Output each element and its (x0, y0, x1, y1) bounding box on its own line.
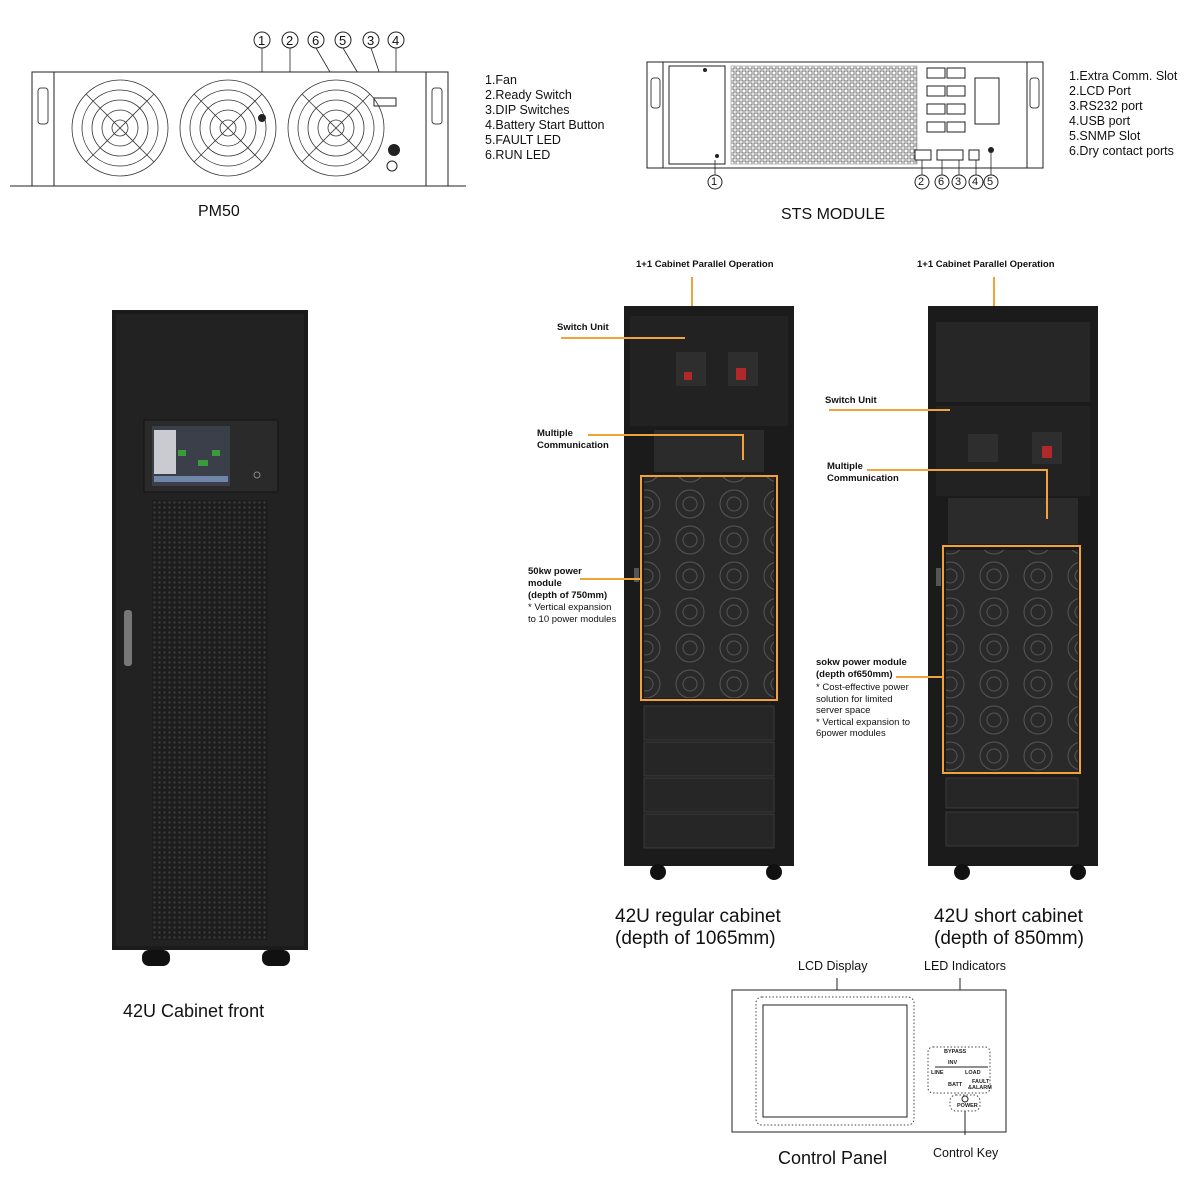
regular-power-module-line: (depth of 750mm) (528, 590, 608, 601)
short-power-module-label: sokw power module (depth of650mm) (816, 657, 907, 681)
pm50-legend-item: 4.Battery Start Button (485, 118, 605, 132)
short-multiple-comm-leader-v (1046, 469, 1048, 519)
sts-legend-item: 4.USB port (1069, 114, 1131, 128)
pm50-callout: 3 (367, 33, 375, 48)
regular-power-module-label: 50kw power module (depth of 750mm) (528, 566, 607, 602)
regular-note-line: to 10 power modules (528, 613, 617, 625)
sts-legend-item: 5.SNMP Slot (1069, 129, 1141, 143)
cabinet-front-caption: 42U Cabinet front (123, 1001, 265, 1021)
pm50-legend-item: 2.Ready Switch (485, 88, 572, 102)
short-note-line: solution for limited (816, 693, 893, 705)
regular-top-leader (691, 277, 693, 315)
pm50-caption: PM50 (198, 203, 240, 220)
regular-multiple-comm-line: Communication (537, 440, 609, 451)
sts-drawing (646, 61, 1044, 190)
led-indicators-label: LED Indicators (924, 959, 1006, 973)
pm50-legend-item: 1.Fan (485, 73, 517, 87)
sts-legend-item: 2.LCD Port (1069, 84, 1131, 98)
sts-callout: 4 (972, 176, 979, 188)
regular-power-module-box (640, 475, 778, 701)
led-bypass: BYPASS (944, 1049, 967, 1055)
regular-caption-line: 42U regular cabinet (615, 906, 781, 927)
sts-figure (645, 58, 1045, 198)
short-power-module-leader (896, 676, 942, 678)
regular-caption-line: (depth of 1065mm) (615, 928, 776, 949)
short-power-module-line: (depth of650mm) (816, 669, 893, 680)
short-top-label: 1+1 Cabinet Parallel Operation (917, 259, 1055, 270)
regular-top-label: 1+1 Cabinet Parallel Operation (636, 259, 774, 270)
sts-callout: 2 (918, 176, 925, 188)
pm50-legend-item: 6.RUN LED (485, 148, 551, 162)
regular-cabinet-image (624, 306, 794, 884)
pm50-figure (8, 28, 468, 228)
short-note-line: 6power modules (816, 728, 886, 739)
short-power-module-line: sokw power module (816, 657, 907, 668)
sts-legend-item: 3.RS232 port (1069, 99, 1143, 113)
pm50-legend: 1.Fan 2.Ready Switch 3.DIP Switches 4.Ba… (485, 73, 605, 163)
sts-callout: 3 (955, 176, 962, 188)
cabinet-front-drawing (112, 310, 308, 966)
short-power-module-note: * Cost-effective power solution for limi… (816, 682, 910, 740)
regular-cabinet-caption: 42U regular cabinet (depth of 1065mm) (615, 906, 781, 950)
sts-callout: 5 (987, 176, 994, 188)
pm50-callout: 2 (286, 33, 294, 48)
short-switch-unit-leader (829, 409, 950, 411)
regular-power-module-line: module (528, 578, 562, 589)
control-key-label: Control Key (933, 1146, 999, 1160)
short-multiple-comm-line: Communication (827, 473, 899, 484)
pm50-callout: 5 (339, 33, 347, 48)
pm50-callout: 1 (258, 33, 266, 48)
cabinet-front-image (112, 310, 308, 972)
regular-power-module-note: * Vertical expansion to 10 power modules (528, 602, 616, 625)
sts-legend-item: 1.Extra Comm. Slot (1069, 69, 1178, 83)
regular-multiple-comm-label: Multiple Communication (537, 428, 609, 452)
led-load: LOAD (965, 1070, 981, 1076)
regular-note-line: * Vertical expansion (528, 602, 612, 613)
sts-legend: 1.Extra Comm. Slot 2.LCD Port 3.RS232 po… (1069, 69, 1177, 159)
short-power-module-box (942, 545, 1081, 774)
sts-caption: STS MODULE (781, 206, 886, 223)
short-multiple-comm-label: Multiple Communication (827, 461, 899, 485)
regular-power-module-line: 50kw power (528, 566, 582, 577)
control-panel-caption: Control Panel (778, 1148, 888, 1168)
short-caption-line: 42U short cabinet (934, 906, 1083, 927)
power-key-label: POWER (957, 1103, 978, 1109)
sts-callout: 6 (938, 176, 945, 188)
short-note-line: * Cost-effective power (816, 682, 909, 693)
pm50-callout: 6 (312, 33, 320, 48)
led-fault: FAULT (972, 1079, 990, 1085)
led-inv: INV (948, 1060, 958, 1066)
short-multiple-comm-leader-h (867, 469, 1047, 471)
control-panel-drawing (730, 975, 1010, 1147)
pm50-legend-item: 3.DIP Switches (485, 103, 570, 117)
regular-switch-unit-leader (561, 337, 685, 339)
regular-multiple-comm-line: Multiple (537, 428, 573, 439)
short-cabinet-caption: 42U short cabinet (depth of 850mm) (934, 906, 1084, 950)
short-caption-line: (depth of 850mm) (934, 928, 1084, 949)
sts-callout: 1 (711, 176, 718, 188)
short-note-line: server space (816, 705, 871, 716)
pm50-callout: 4 (392, 33, 400, 48)
regular-power-module-leader (580, 578, 640, 580)
short-top-leader (993, 277, 995, 315)
regular-cabinet-drawing (624, 306, 794, 880)
led-batt: BATT (948, 1082, 963, 1088)
pm50-drawing (10, 31, 466, 187)
led-line: LINE (931, 1070, 944, 1076)
short-multiple-comm-line: Multiple (827, 461, 863, 472)
lcd-display-label: LCD Display (798, 959, 868, 973)
short-note-line: * Vertical expansion to (816, 716, 911, 728)
pm50-legend-item: 5.FAULT LED (485, 133, 561, 147)
regular-switch-unit-label: Switch Unit (557, 322, 609, 333)
regular-multiple-comm-leader-h (588, 434, 743, 436)
regular-multiple-comm-leader-v (742, 434, 744, 460)
sts-legend-item: 6.Dry contact ports (1069, 144, 1174, 158)
led-alarm: &ALARM (968, 1085, 992, 1091)
short-switch-unit-label: Switch Unit (825, 395, 877, 406)
control-panel-svg (731, 978, 1007, 1147)
